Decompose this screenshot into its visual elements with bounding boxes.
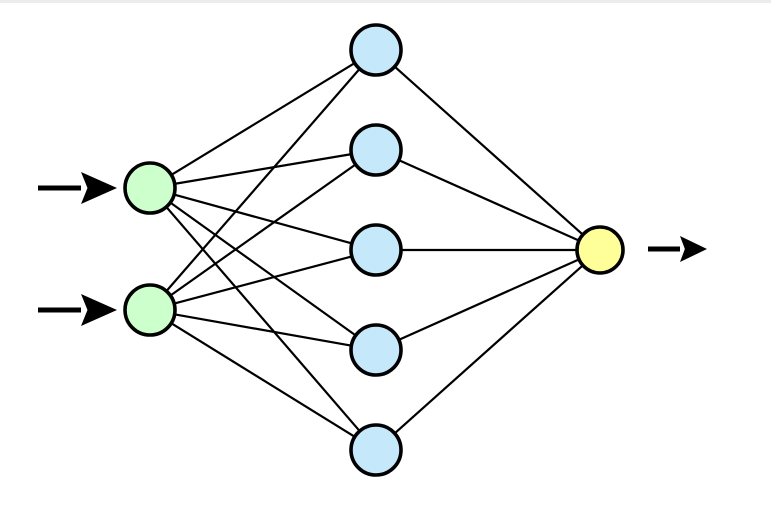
nodes-group	[123, 23, 625, 477]
edge-i1-h2	[173, 152, 353, 186]
edge-i1-h5	[164, 205, 362, 433]
top-edge-strip	[0, 0, 771, 3]
output-arrow-1-head	[680, 236, 707, 262]
input-arrow-2-head	[81, 294, 117, 326]
edge-i1-h1	[169, 61, 357, 177]
output-arrow-1	[648, 236, 707, 262]
edge-i2-h1	[164, 67, 362, 293]
edge-i1-h4	[168, 201, 358, 337]
input-arrow-1	[38, 172, 117, 204]
edge-i1-h3	[172, 193, 354, 245]
edge-i2-h5	[169, 321, 357, 439]
edge-i2-h4	[173, 313, 353, 347]
edge-h5-o1	[393, 263, 585, 435]
input-node-2[interactable]	[123, 283, 177, 337]
input-arrow-1-head	[81, 172, 117, 204]
input-node-1[interactable]	[123, 161, 177, 215]
output-node-1[interactable]	[575, 225, 625, 275]
io-arrows-group	[38, 172, 707, 326]
hidden-node-4[interactable]	[349, 323, 403, 377]
edge-i2-h2	[168, 162, 358, 298]
edge-h1-o1	[393, 65, 585, 237]
edge-h2-o1	[397, 158, 581, 243]
edge-h4-o1	[397, 257, 581, 342]
edge-i2-h3	[172, 255, 354, 305]
hidden-node-2[interactable]	[349, 123, 403, 177]
input-arrow-2	[38, 294, 117, 326]
hidden-node-3[interactable]	[349, 223, 403, 277]
hidden-node-5[interactable]	[349, 423, 403, 477]
hidden-node-1[interactable]	[349, 23, 403, 77]
edges-group	[164, 61, 585, 439]
